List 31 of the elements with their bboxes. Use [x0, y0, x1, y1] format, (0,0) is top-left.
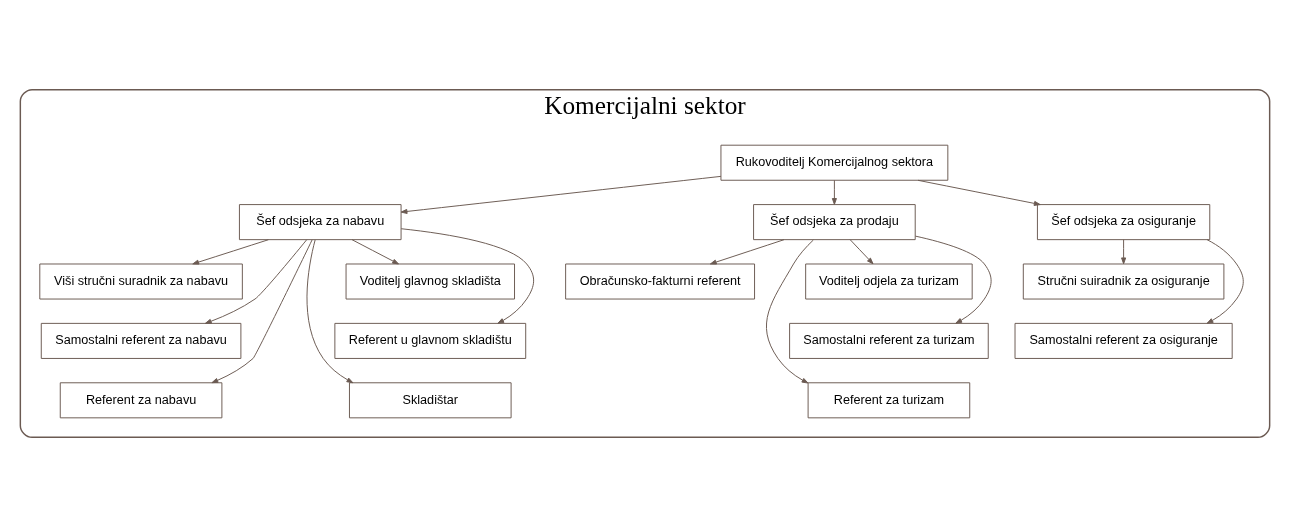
- arrow: [709, 238, 785, 265]
- arrow: [400, 175, 722, 214]
- arrow: [400, 227, 535, 324]
- arrow: [849, 238, 874, 264]
- arrow: [917, 179, 1041, 206]
- node-box: Samostalni referent za nabavu: [40, 322, 242, 359]
- arrow: [192, 238, 269, 265]
- arrow: [765, 239, 814, 383]
- node-box: Referent za nabavu: [59, 381, 223, 418]
- node-box: Rukovoditelj Komercijalnog sektora: [720, 144, 949, 181]
- node-box: Referent za turizam: [807, 381, 971, 418]
- node-box: Voditelj glavnog skladišta: [345, 263, 515, 300]
- node-box: Šef odsjeka za nabavu: [238, 203, 402, 240]
- arrow: [351, 238, 399, 264]
- node-box: Samostalni referent za turizam: [789, 322, 989, 359]
- arrow: [204, 238, 308, 324]
- node-box: Samostalni referent za osiguranje: [1014, 322, 1233, 359]
- arrow: [1206, 238, 1244, 324]
- node-box: Referent u glavnom skladištu: [334, 322, 527, 359]
- node-box: Obračunsko-fakturni referent: [565, 263, 756, 300]
- node-box: Stručni suiradnik za osiguranje: [1022, 263, 1225, 300]
- node-box: Voditelj odjela za turizam: [805, 263, 973, 300]
- arrow: [1121, 238, 1127, 264]
- node-box: Šef odsjeka za prodaju: [753, 203, 916, 240]
- arrow: [306, 238, 354, 383]
- node-box: Skladištar: [349, 381, 512, 418]
- arrow: [831, 179, 837, 205]
- node-box: Viši stručni suradnik za nabavu: [39, 263, 243, 300]
- arrow: [211, 238, 313, 383]
- node-box: Šef odsjeka za osiguranje: [1036, 203, 1211, 240]
- arrow: [915, 235, 992, 324]
